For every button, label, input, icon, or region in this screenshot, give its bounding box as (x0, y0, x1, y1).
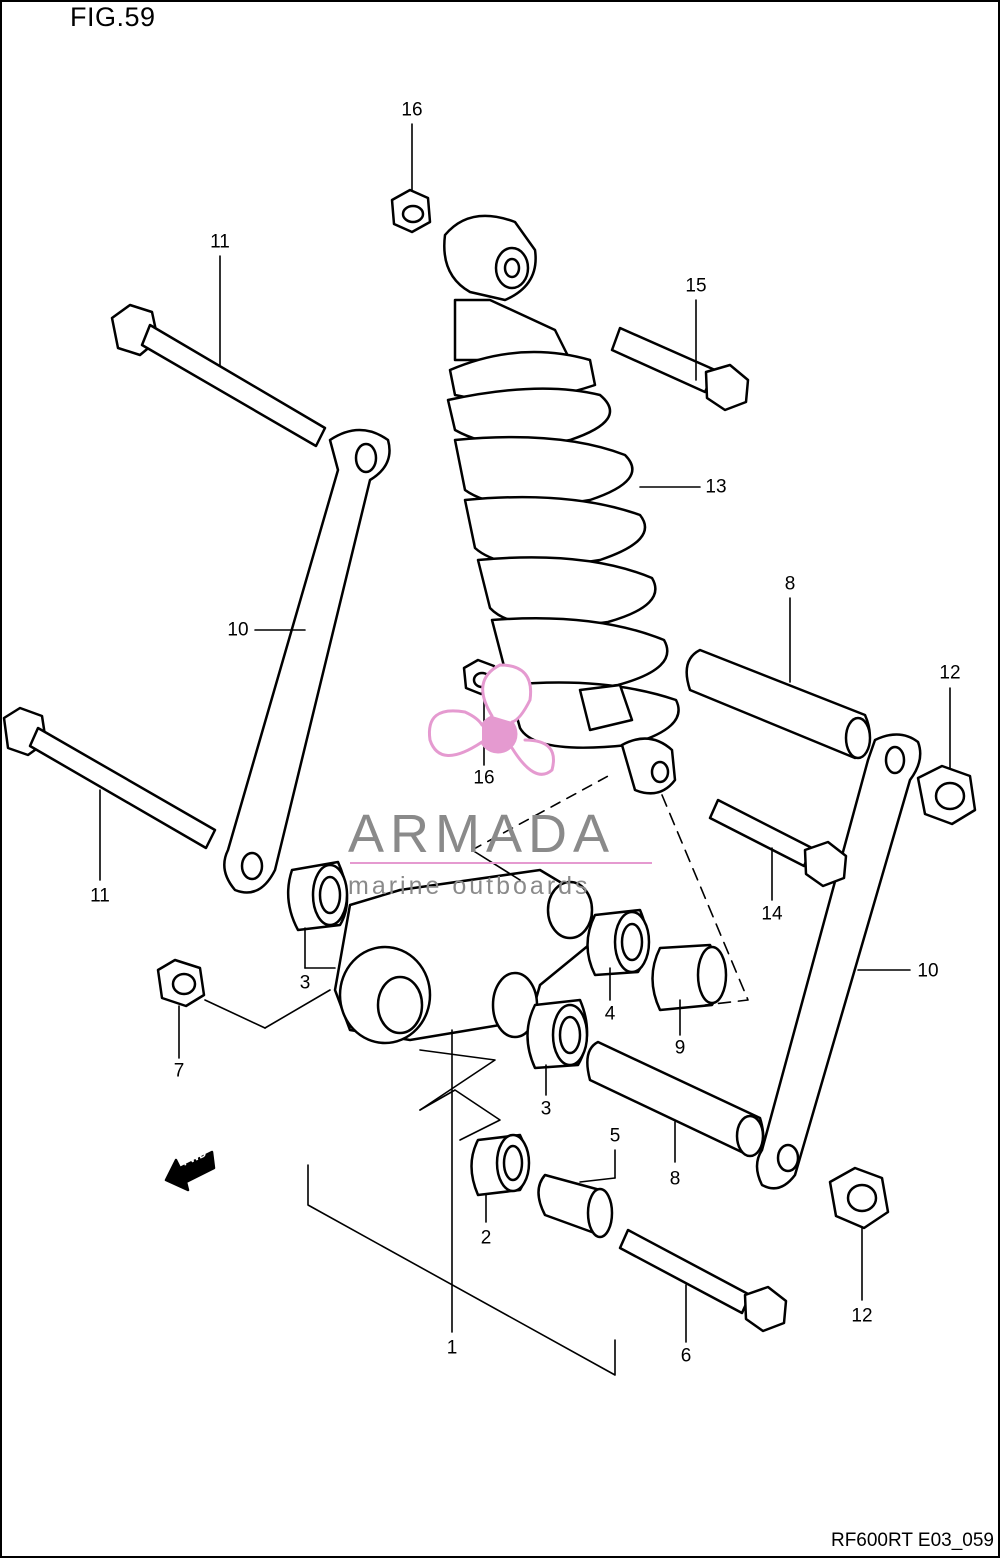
nut-16-top (390, 188, 432, 234)
bolt-15 (610, 326, 750, 412)
bolt-11-lower (2, 706, 217, 850)
nut-12-lower (828, 1166, 890, 1230)
watermark-divider (350, 862, 652, 864)
figure-code: RF600RT E03_059 (830, 1530, 994, 1551)
spacer-8-top (685, 648, 872, 760)
bushing-3-middle (526, 998, 589, 1070)
callout-5: 5 (609, 1125, 621, 1147)
bushing-4 (586, 908, 651, 977)
callout-7: 7 (173, 1060, 185, 1082)
callout-6: 6 (680, 1345, 692, 1367)
nut-7 (156, 958, 206, 1008)
collar-5 (537, 1173, 614, 1239)
collar-9 (651, 943, 728, 1012)
bushing-3-left (286, 860, 349, 932)
callout-11: 11 (210, 231, 230, 253)
callout-13: 13 (705, 476, 727, 498)
forward-arrow-icon (164, 1150, 216, 1192)
callout-2: 2 (480, 1227, 492, 1249)
callout-14: 14 (761, 903, 783, 925)
callout-8: 8 (784, 573, 796, 595)
callout-15: 15 (685, 275, 707, 297)
link-rod-10-left (223, 428, 391, 894)
watermark-brand: ARMADA (348, 804, 616, 864)
bolt-14 (708, 798, 848, 888)
callout-12: 12 (939, 662, 961, 684)
callout-3: 3 (299, 972, 311, 994)
link-rod-10-right (755, 733, 922, 1190)
callout-8: 8 (669, 1168, 681, 1190)
propeller-logo-icon (427, 663, 555, 776)
callout-1: 1 (446, 1337, 458, 1359)
cushion-lever-1 (333, 868, 597, 1045)
spacer-8-lower (586, 1040, 765, 1158)
callout-16: 16 (473, 767, 495, 789)
callout-4: 4 (604, 1003, 616, 1025)
figure-title: FIG.59 (70, 2, 156, 32)
callout-9: 9 (674, 1037, 686, 1059)
bolt-6 (618, 1228, 788, 1333)
nut-12-top (916, 764, 977, 826)
callout-10: 10 (917, 960, 939, 982)
shock-absorber (443, 214, 680, 795)
callout-10: 10 (227, 619, 249, 641)
callout-12: 12 (851, 1305, 873, 1327)
bolt-11-top (110, 303, 327, 448)
watermark-tagline: marine outboards (348, 872, 591, 900)
leader-lines (99, 123, 951, 1376)
bushing-2 (470, 1133, 531, 1197)
callout-16: 16 (401, 99, 423, 121)
callout-3: 3 (540, 1098, 552, 1120)
callout-11: 11 (90, 885, 110, 907)
